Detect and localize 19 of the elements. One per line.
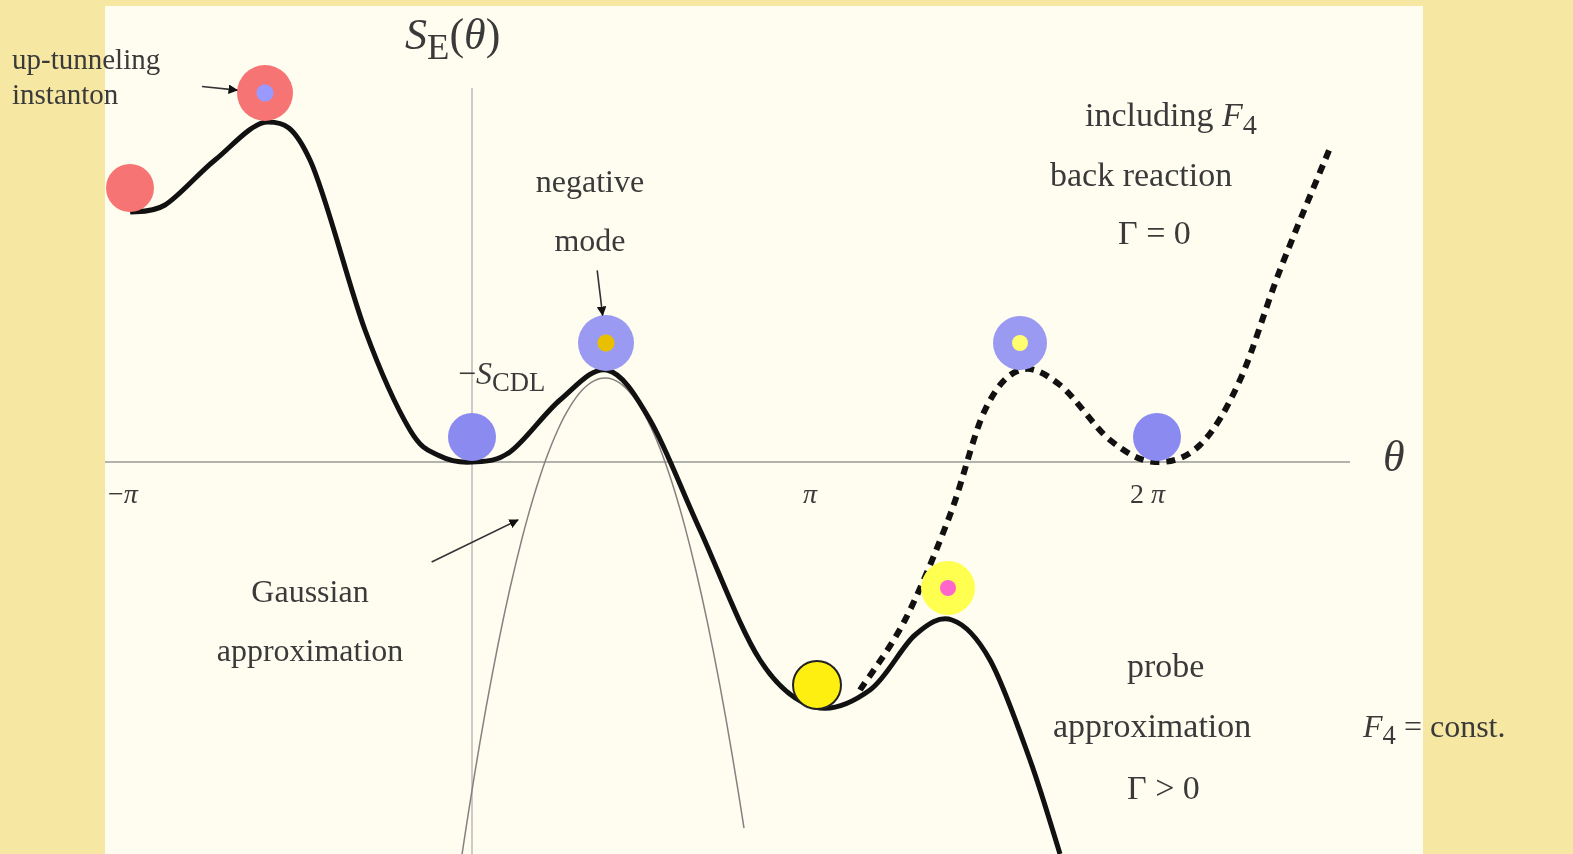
curve-label: approximation — [1053, 706, 1252, 746]
axis-title: S$_{E}$(θ) — [405, 10, 501, 68]
leader-arrow — [430, 519, 519, 563]
tick-label: π — [803, 478, 818, 511]
leader-arrow — [596, 269, 607, 317]
formula-label: F$_{4}$ = const. — [1363, 708, 1506, 752]
curve-label: including F$_{4}$ — [1085, 95, 1257, 142]
tick-label: −π — [108, 478, 138, 511]
annotation-text: Gaussian approximation — [175, 562, 445, 681]
annotation-text: up-tunneling instanton — [12, 42, 202, 112]
curve-label: Γ > 0 — [1127, 768, 1200, 808]
tick-label: 2 π — [1130, 478, 1166, 511]
curve-label: Γ = 0 — [1118, 213, 1191, 253]
level-label: −S$_{CDL}$ — [458, 355, 546, 399]
curve-label: back reaction — [1050, 155, 1233, 195]
leader-arrow — [201, 84, 239, 95]
annotation-text: negative mode — [510, 152, 670, 271]
curve-label: probe — [1127, 646, 1205, 686]
axis-title: θ — [1383, 432, 1405, 483]
